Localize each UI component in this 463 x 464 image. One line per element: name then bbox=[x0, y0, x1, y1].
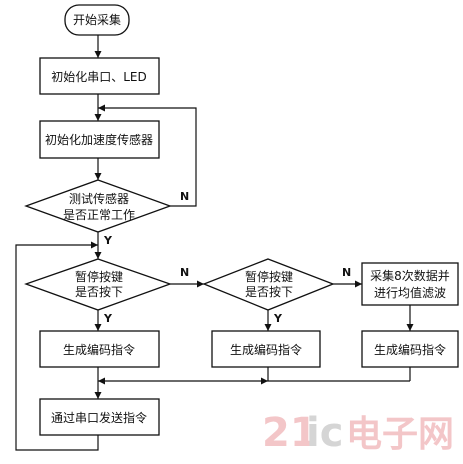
start-terminal: 开始采集 bbox=[64, 4, 130, 36]
start-label: 开始采集 bbox=[73, 12, 121, 27]
loop-send-back bbox=[15, 241, 99, 451]
init-sensor-box: 初始化加速度传感器 bbox=[39, 120, 160, 159]
sample-filter-line2: 进行均值滤波 bbox=[374, 285, 446, 300]
init-serial-label: 初始化串口、LED bbox=[51, 70, 147, 84]
pause-key-1-line2: 是否按下 bbox=[75, 285, 123, 299]
init-sensor-label: 初始化加速度传感器 bbox=[45, 132, 153, 147]
label-n-pause2: N bbox=[342, 266, 351, 279]
init-serial-box: 初始化串口、LED bbox=[39, 57, 160, 95]
pause-key-decision-1: 暂停按键 是否按下 bbox=[24, 258, 172, 311]
watermark-cn: 电子网 bbox=[346, 414, 454, 455]
gen-cmd-3-label: 生成编码指令 bbox=[374, 342, 446, 357]
watermark: 21 ic 电子网 bbox=[262, 410, 454, 456]
gen-cmd-2-label: 生成编码指令 bbox=[230, 342, 302, 357]
label-y-pause1: Y bbox=[103, 312, 113, 325]
pause-key-2-line2: 是否按下 bbox=[245, 285, 293, 299]
send-cmd-box: 通过串口发送指令 bbox=[39, 398, 160, 436]
label-y-pause2: Y bbox=[273, 312, 283, 325]
test-sensor-line2: 是否正常工作 bbox=[63, 208, 135, 222]
test-sensor-decision: 测试传感器 是否正常工作 bbox=[24, 179, 172, 233]
loop-test-no bbox=[98, 104, 197, 207]
label-n-pause1: N bbox=[180, 266, 189, 279]
gen-cmd-box-1: 生成编码指令 bbox=[39, 330, 160, 368]
label-n-test: N bbox=[180, 190, 189, 203]
watermark-ic: ic bbox=[306, 410, 343, 456]
gen-cmd-box-3: 生成编码指令 bbox=[361, 330, 459, 368]
watermark-21: 21 bbox=[262, 410, 318, 456]
sample-filter-box: 采集8次数据并 进行均值滤波 bbox=[361, 262, 459, 306]
pause-key-2-line1: 暂停按键 bbox=[245, 269, 293, 284]
gen-cmd-box-2: 生成编码指令 bbox=[211, 330, 321, 368]
test-sensor-line1: 测试传感器 bbox=[69, 191, 129, 206]
gen-cmd-1-label: 生成编码指令 bbox=[63, 342, 135, 357]
label-y-test: Y bbox=[103, 234, 113, 247]
connectors bbox=[15, 35, 414, 451]
pause-key-1-line1: 暂停按键 bbox=[75, 269, 123, 284]
pause-key-decision-2: 暂停按键 是否按下 bbox=[202, 258, 335, 311]
send-cmd-label: 通过串口发送指令 bbox=[51, 410, 147, 425]
sample-filter-line1: 采集8次数据并 bbox=[370, 268, 450, 283]
